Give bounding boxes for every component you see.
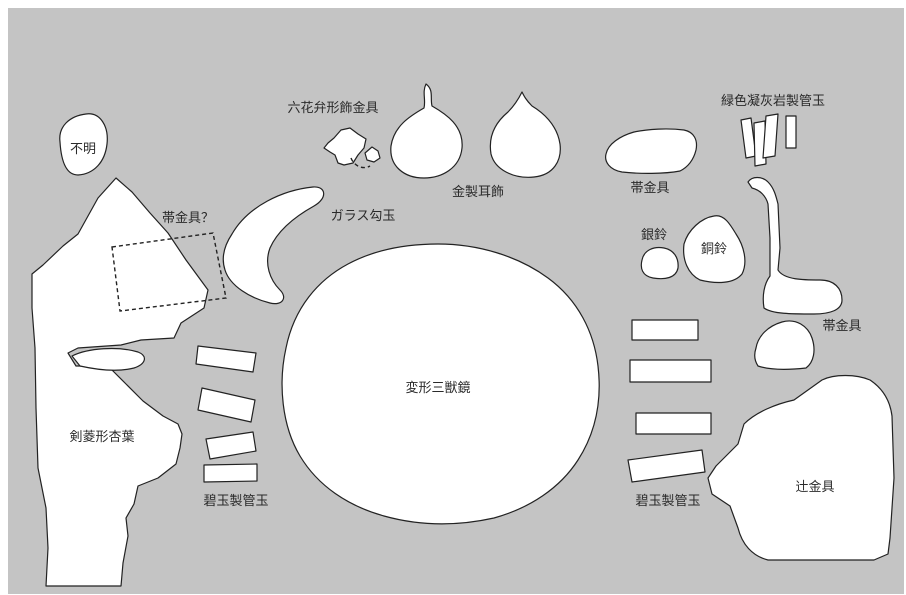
bronze-bell [683,215,746,284]
label-belt-fitting-mid: 帯金具 [822,318,861,334]
unknown-piece [59,113,108,176]
label-belt-fitting-top: 帯金具 [630,180,669,196]
obi-fitting-dashed-outline [111,232,227,312]
jasper-bead-right-4 [627,449,706,483]
label-mirror: 変形三獣鏡 [405,380,470,396]
label-bronze-bell: 銅鈴 [701,242,727,257]
gold-earring-left [390,83,463,179]
gold-earring-right [489,91,561,178]
six-petal-ornament-fragment [323,127,367,166]
six-petal-ornament-dashed-outline [350,157,371,169]
belt-fitting-bottom [754,320,815,370]
label-jasper-beads-left: 碧玉製管玉 [203,494,268,509]
label-six-petal-ornament: 六花弁形飾金具 [287,100,378,116]
jasper-bead-left-1 [195,345,257,373]
jasper-bead-left-3 [205,431,257,460]
tsuji-fitting [707,374,895,561]
artifact-layout-diagram: 不明 剣菱形杏葉 帯金具？ ガラス勾玉 六花弁形飾金具 金製耳飾 帯金具 緑色凝… [8,8,904,594]
jasper-bead-left-4 [203,463,258,483]
six-petal-ornament-small-fragment [364,146,381,163]
tuff-bead-3 [762,113,779,159]
label-obi-uncertain: 帯金具？ [162,210,214,226]
label-unknown: 不明 [70,142,96,157]
silver-bell [640,246,679,280]
label-glass-magatama: ガラス勾玉 [331,209,396,224]
glass-magatama [222,186,325,305]
artifact-diagram-svg: 不明 剣菱形杏葉 帯金具？ ガラス勾玉 六花弁形飾金具 金製耳飾 帯金具 緑色凝… [8,8,904,594]
label-sword-gyoyo: 剣菱形杏葉 [69,430,134,445]
label-jasper-beads-right: 碧玉製管玉 [635,494,700,509]
jasper-bead-right-3 [635,412,712,435]
label-green-tuff-beads: 緑色凝灰岩製管玉 [721,93,825,109]
label-gold-earrings: 金製耳飾 [452,184,504,200]
belt-fitting-hook [747,176,843,315]
belt-fitting-top [605,128,698,174]
tuff-bead-4 [785,115,797,149]
jasper-bead-left-2 [197,387,256,423]
jasper-bead-right-1 [631,319,699,341]
label-silver-bell: 銀鈴 [641,228,667,243]
deformed-three-beast-mirror [281,243,600,525]
label-tsuji-fitting: 辻金具 [795,479,834,495]
sword-gyoyo-inner-notch [71,347,145,371]
jasper-bead-right-2 [629,359,712,383]
sword-shaped-gyoyo [31,177,209,587]
